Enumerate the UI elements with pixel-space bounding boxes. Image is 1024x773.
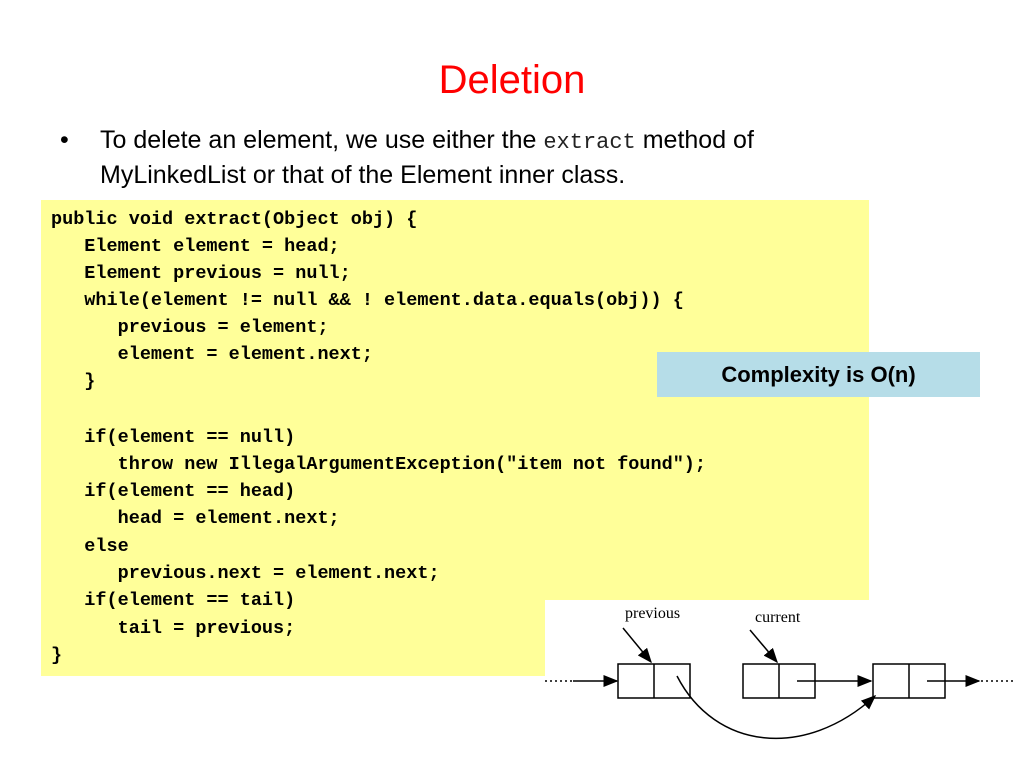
label-current: current [755,609,801,626]
code-line: throw new IllegalArgumentException("item… [51,454,707,475]
linked-list-diagram-svg: previous current [545,605,1015,739]
bypass-arrow [676,675,877,739]
bullet-marker: • [60,126,69,154]
code-line: tail = previous; [51,618,296,639]
code-block: public void extract(Object obj) { Elemen… [41,200,869,676]
code-line: else [51,536,129,557]
code-line: Element element = head; [51,236,340,257]
code-line: } [51,371,96,392]
code-line: previous = element; [51,317,329,338]
current-pointer-arrow [749,629,778,664]
code-line: element = element.next; [51,344,373,365]
label-previous: previous [625,605,680,622]
bullet-code-word: extract [543,130,636,155]
code-line: if(element == tail) [51,590,296,611]
bullet-text: To delete an element, we use either the … [100,124,880,191]
previous-pointer-arrow [622,627,652,664]
code-line: if(element == null) [51,427,296,448]
code-line: } [51,645,63,666]
code-line: head = element.next; [51,508,340,529]
bullet-text-before: To delete an element, we use either the [100,126,544,154]
code-line: if(element == head) [51,481,296,502]
code-line: while(element != null && ! element.data.… [51,290,684,311]
code-line: public void extract(Object obj) { [51,209,418,230]
slide-title: Deletion [438,58,586,102]
linked-list-diagram: previous current [545,600,1024,768]
code-line: previous.next = element.next; [51,563,440,584]
complexity-note: Complexity is O(n) [657,352,980,397]
code-line: Element previous = null; [51,263,351,284]
bullet-text-after: method of MyLinkedList or that of the El… [100,126,754,189]
